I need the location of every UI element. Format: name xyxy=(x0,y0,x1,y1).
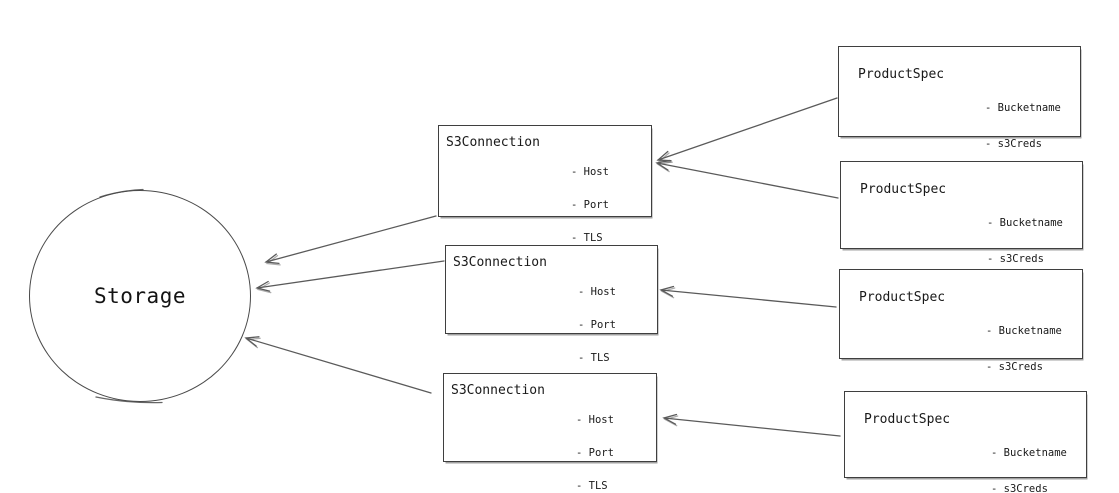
attribute-s3creds: - s3Creds xyxy=(991,483,1048,493)
attribute-port: - Port xyxy=(576,447,614,459)
attribute-s3creds: - s3Creds xyxy=(986,361,1043,373)
productspec-2-attributes: - Bucketname - s3Creds xyxy=(987,193,1063,289)
attribute-port: - Port xyxy=(571,199,609,211)
productspec-node-3: ProductSpec - Bucketname - s3Creds xyxy=(839,269,1083,373)
attribute-host: - Host xyxy=(571,166,609,178)
s3connection-3-title: S3Connection xyxy=(451,383,545,398)
productspec-3-attributes: - Bucketname - s3Creds xyxy=(986,301,1062,397)
attribute-tls: - TLS xyxy=(571,232,603,244)
attribute-bucketname: - Bucketname xyxy=(987,217,1063,229)
attribute-tls: - TLS xyxy=(578,352,610,364)
s3connection-3-attributes: - Host - Port - TLS xyxy=(576,393,614,493)
attribute-bucketname: - Bucketname xyxy=(991,447,1067,459)
productspec-node-4: ProductSpec - Bucketname - s3Creds xyxy=(844,391,1087,493)
storage-node-label: Storage xyxy=(93,284,186,308)
s3connection-node-3: S3Connection - Host - Port - TLS xyxy=(443,373,657,492)
productspec-node-1: ProductSpec - Bucketname - s3Creds xyxy=(838,46,1081,150)
attribute-s3creds: - s3Creds xyxy=(985,138,1042,150)
attribute-port: - Port xyxy=(578,319,616,331)
s3connection-1-attributes: - Host - Port - TLS xyxy=(571,145,609,266)
productspec-1-attributes: - Bucketname - s3Creds xyxy=(985,78,1061,174)
productspec-3-title: ProductSpec xyxy=(859,290,946,305)
attribute-tls: - TLS xyxy=(576,480,608,492)
arrow-productspec2-to-s3connection1 xyxy=(655,159,839,199)
arrow-s3connection1-to-storage xyxy=(264,215,437,266)
attribute-s3creds: - s3Creds xyxy=(987,253,1044,265)
arrow-s3connection2-to-storage xyxy=(255,260,445,294)
s3connection-node-1: S3Connection - Host - Port - TLS xyxy=(438,125,652,244)
arrow-productspec1-to-s3connection1 xyxy=(656,97,838,163)
productspec-4-attributes: - Bucketname - s3Creds xyxy=(991,423,1067,493)
storage-node: Storage xyxy=(29,190,251,402)
attribute-bucketname: - Bucketname xyxy=(986,325,1062,337)
s3connection-1-title: S3Connection xyxy=(446,135,540,150)
attribute-host: - Host xyxy=(576,414,614,426)
arrow-productspec3-to-s3connection2 xyxy=(659,285,837,308)
arrow-s3connection3-to-storage xyxy=(244,336,432,394)
s3connection-2-title: S3Connection xyxy=(453,255,547,270)
s3connection-2-attributes: - Host - Port - TLS xyxy=(578,265,616,386)
s3connection-node-2: S3Connection - Host - Port - TLS xyxy=(445,245,658,364)
productspec-1-title: ProductSpec xyxy=(858,67,945,82)
attribute-host: - Host xyxy=(578,286,616,298)
productspec-4-title: ProductSpec xyxy=(864,412,951,427)
attribute-bucketname: - Bucketname xyxy=(985,102,1061,114)
arrow-productspec4-to-s3connection3 xyxy=(662,413,841,437)
productspec-node-2: ProductSpec - Bucketname - s3Creds xyxy=(840,161,1083,265)
productspec-2-title: ProductSpec xyxy=(860,182,947,197)
